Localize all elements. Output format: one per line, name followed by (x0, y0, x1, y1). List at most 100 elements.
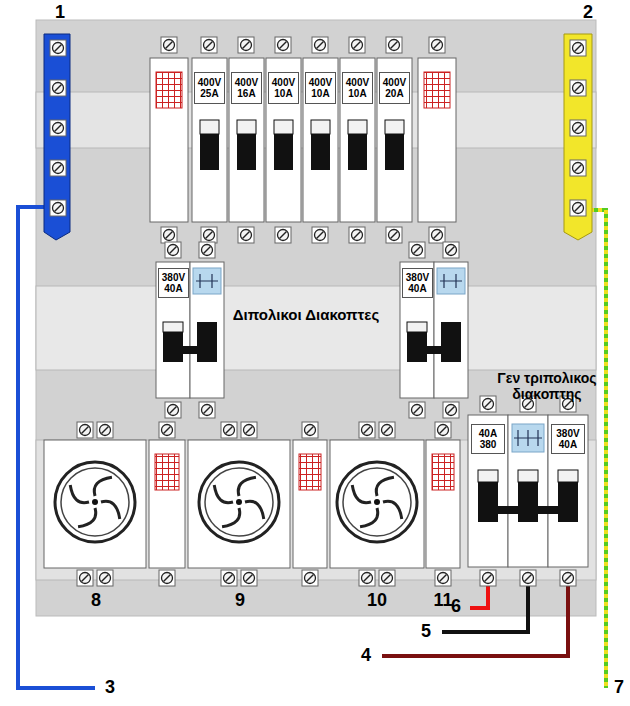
mcb-body (266, 58, 301, 222)
terminal-screw (364, 575, 371, 582)
terminal-screw (480, 396, 496, 412)
bipolar-toggle (407, 346, 461, 354)
terminal-screw (448, 247, 455, 254)
terminal-screw (409, 402, 425, 418)
terminal-screw (159, 422, 175, 438)
rating-label: 400V 16A (231, 72, 262, 104)
terminal-screw (166, 232, 173, 239)
terminal-screw (391, 42, 398, 49)
terminal-screw (570, 40, 586, 56)
terminal-screw (241, 570, 257, 586)
terminal-screw (280, 232, 287, 239)
terminal-screw (82, 427, 89, 434)
terminal-screw (55, 205, 62, 212)
terminal-screw (438, 573, 449, 584)
terminal-screw (317, 232, 324, 239)
terminal-screw (164, 427, 171, 434)
mcb-toggle (274, 120, 293, 134)
terminal-screw (165, 242, 181, 258)
terminal-screw (525, 575, 532, 582)
mcb-toggle (311, 120, 330, 170)
terminal-screw (241, 40, 252, 51)
terminal-screw (53, 123, 64, 134)
callout-number: 5 (416, 621, 436, 642)
callout-number: 7 (612, 677, 626, 698)
fuse-cap (343, 468, 411, 536)
rating-label: 380V 40A (158, 268, 189, 298)
terminal-screw (50, 200, 66, 216)
terminal-screw (164, 230, 175, 241)
terminal-screw (575, 205, 582, 212)
terminal-screw (443, 402, 459, 418)
fuse-base (330, 440, 424, 568)
fuse-cap (376, 477, 394, 496)
terminal-screw (100, 425, 111, 436)
terminal-screw (162, 425, 173, 436)
terminal-screw (168, 245, 179, 256)
fuse-cap (55, 462, 135, 542)
terminal-screw (359, 422, 375, 438)
rating-text: 40A 380 (473, 428, 503, 450)
switch-symbol (512, 424, 544, 452)
terminal-screw (312, 37, 328, 53)
earth-bar (564, 34, 592, 240)
terminal-screw (53, 163, 64, 174)
terminal-screw (204, 40, 215, 51)
callout-number: 2 (578, 2, 598, 23)
terminal-screws (50, 37, 586, 586)
terminal-screw (246, 575, 253, 582)
fuse-cap (78, 508, 96, 527)
terminal-screw (55, 45, 62, 52)
fuse-cap (61, 468, 129, 536)
terminal-screw (448, 407, 455, 414)
terminal-screw (53, 43, 64, 54)
terminal-screw (168, 405, 179, 416)
rating-label: 380V 40A (402, 268, 433, 298)
fuse-window (424, 72, 450, 108)
terminal-screw (391, 232, 398, 239)
terminal-screw (389, 40, 400, 51)
terminal-screw (523, 573, 534, 584)
terminal-screw (77, 422, 93, 438)
terminal-screw (221, 422, 237, 438)
terminal-screw (575, 165, 582, 172)
fuse-window (156, 72, 182, 108)
tripolar-toggle (558, 470, 578, 482)
terminal-screw (278, 40, 289, 51)
terminal-screw (162, 573, 173, 584)
terminal-screw (305, 573, 316, 584)
fuse-cap (337, 462, 417, 542)
switch-symbol (437, 268, 465, 294)
terminal-screw (238, 227, 254, 243)
rating-text: 380V 40A (160, 272, 187, 294)
rating-label: 400V 10A (342, 72, 373, 104)
fuse-window (155, 454, 179, 490)
terminal-screw (354, 42, 361, 49)
fuse-module (149, 440, 185, 568)
terminal-screw (50, 120, 66, 136)
mcb-body (192, 58, 227, 222)
terminal-screw (201, 227, 217, 243)
terminal-screw (432, 230, 443, 241)
terminal-screw (55, 165, 62, 172)
wires (18, 207, 606, 688)
terminal-screw (412, 245, 423, 256)
bipolar-row (156, 262, 468, 398)
terminal-screw (485, 575, 492, 582)
terminal-screw (573, 43, 584, 54)
switch-symbol (440, 274, 462, 288)
terminal-screw (50, 80, 66, 96)
terminal-screw (243, 232, 250, 239)
terminal-screw (204, 247, 211, 254)
mcb-body (340, 58, 375, 222)
terminal-screw (570, 120, 586, 136)
rating-text: 380V 40A (553, 428, 583, 450)
terminal-screw (432, 40, 443, 51)
terminal-screw (573, 203, 584, 214)
terminal-screw (199, 402, 215, 418)
tripolar-toggle (478, 470, 498, 482)
terminal-screw (352, 40, 363, 51)
rating-text: 380V 40A (404, 272, 431, 294)
mcb-toggle (385, 120, 404, 170)
